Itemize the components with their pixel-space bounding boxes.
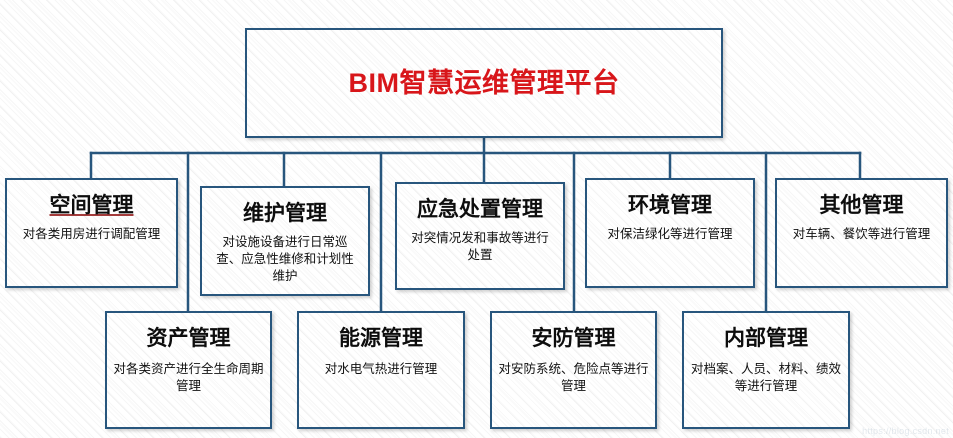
node-description: 对各类用房进行调配管理 [22,227,161,242]
node-description: 对保洁绿化等进行管理 [607,227,733,242]
node-energy-management[interactable]: 能源管理 对水电气热进行管理 [297,311,465,429]
node-asset-management[interactable]: 资产管理 对各类资产进行全生命周期管理 [105,311,272,429]
node-title: 应急处置管理 [417,198,543,221]
watermark: https://blog.csdn.net [862,426,949,436]
node-other-management[interactable]: 其他管理 对车辆、餐饮等进行管理 [775,178,948,288]
node-description: 对车辆、餐饮等进行管理 [792,227,931,242]
node-title: 资产管理 [146,327,231,350]
node-description: 对各类资产进行全生命周期管理 [113,362,264,394]
node-description: 对设施设备进行日常巡查、应急性维修和计划性维护 [216,235,354,283]
root-title: BIM智慧运维管理平台 [348,67,620,98]
node-description: 对档案、人员、材料、绩效等进行管理 [690,362,841,394]
node-title: 空间管理 [49,194,134,217]
node-security-management[interactable]: 安防管理 对安防系统、危险点等进行管理 [490,311,657,429]
node-internal-management[interactable]: 内部管理 对档案、人员、材料、绩效等进行管理 [682,311,850,429]
node-space-management[interactable]: 空间管理 对各类用房进行调配管理 [5,178,178,288]
node-title: 安防管理 [531,327,616,350]
node-title: 维护管理 [243,202,327,225]
node-title: 内部管理 [724,327,808,350]
node-description: 对水电气热进行管理 [324,362,438,377]
node-emergency-management[interactable]: 应急处置管理 对突情况发和事故等进行处置 [395,182,565,290]
node-description: 对安防系统、危险点等进行管理 [498,362,649,394]
node-title: 环境管理 [628,194,712,217]
node-environment-management[interactable]: 环境管理 对保洁绿化等进行管理 [585,178,755,288]
root-node[interactable]: BIM智慧运维管理平台 [245,28,723,138]
node-description: 对突情况发和事故等进行处置 [411,231,549,263]
node-title: 其他管理 [819,194,904,217]
node-maintenance-management[interactable]: 维护管理 对设施设备进行日常巡查、应急性维修和计划性维护 [200,186,370,296]
node-title: 能源管理 [339,327,423,350]
